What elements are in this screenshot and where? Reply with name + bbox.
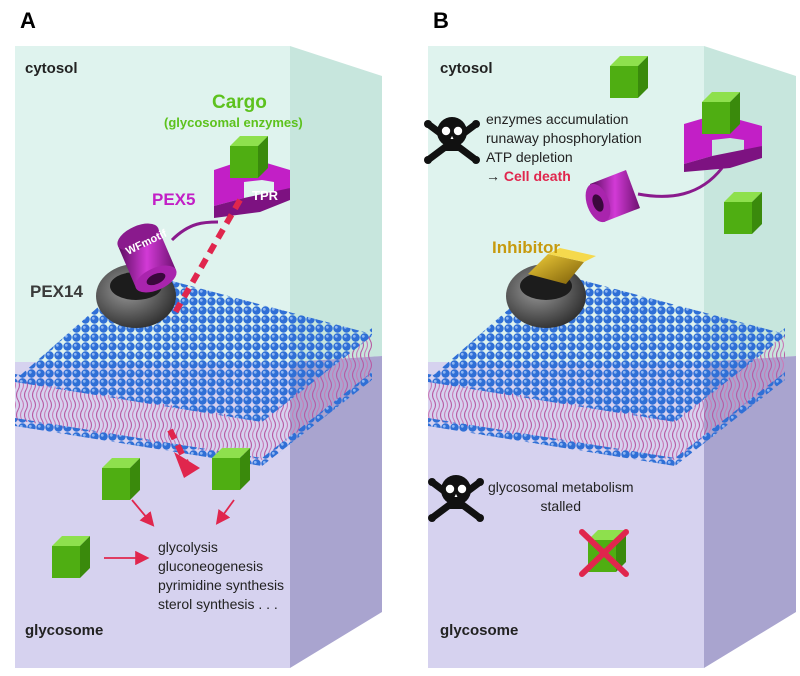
pathway-arrow-2 xyxy=(215,499,235,525)
cargo-title: Cargo xyxy=(212,92,267,113)
cargo-subtitle: (glycosomal enzymes) xyxy=(164,115,303,130)
cytosol-side-a xyxy=(290,46,382,362)
cargo-cube-imported-1 xyxy=(102,458,140,500)
effects-list: enzymes accumulation runaway phosphoryla… xyxy=(486,110,642,186)
glycosome-label-a: glycosome xyxy=(25,622,104,639)
pex5-label: PEX5 xyxy=(152,190,196,209)
effect-item: runaway phosphorylation xyxy=(486,130,642,146)
pathway-item: pyrimidine synthesis xyxy=(158,577,285,593)
import-path-arrow xyxy=(169,198,243,320)
glycosome-side-b xyxy=(704,356,796,668)
pathway-item: sterol synthesis . . . xyxy=(158,596,278,612)
pex5-free xyxy=(585,167,724,223)
stalled-note: glycosomal metabolism stalled xyxy=(488,478,634,516)
effect-item: ATP depletion xyxy=(486,149,573,165)
panel-b xyxy=(424,46,796,668)
glycosome-label-b: glycosome xyxy=(440,622,519,639)
effect-item: enzymes accumulation xyxy=(486,111,629,127)
cargo-cube-free-1 xyxy=(610,56,648,98)
pathway-item: glycolysis xyxy=(158,539,218,555)
cytosol-label-a: cytosol xyxy=(25,60,78,77)
death-arrow: → xyxy=(486,168,500,184)
cargo-cube-bound-b xyxy=(702,92,740,134)
panel-a-letter: A xyxy=(20,8,36,33)
inhibitor-molecule xyxy=(528,248,596,284)
stalled-line: stalled xyxy=(540,498,581,514)
panel-b-letter: B xyxy=(433,8,449,33)
pathway-arrow-1 xyxy=(131,499,155,527)
cargo-cube-imported-3 xyxy=(52,536,90,578)
cargo-cube-imported-2 xyxy=(212,448,250,490)
cytosol-region-a xyxy=(15,46,290,362)
import-path-arrow-lower xyxy=(167,428,189,464)
cytosol-label-b: cytosol xyxy=(440,60,493,77)
cargo-cube-free-2 xyxy=(724,192,762,234)
pex5-wf-cylinder xyxy=(117,223,177,293)
import-arrow-head xyxy=(174,452,200,478)
cross-mark xyxy=(579,529,629,577)
cell-death-line: → Cell death xyxy=(486,167,642,186)
pex5-linker xyxy=(170,220,219,242)
cell-death-label: Cell death xyxy=(503,168,571,184)
stalled-line: glycosomal metabolism xyxy=(488,479,634,495)
panel-a: WFmotif TPR xyxy=(15,46,382,668)
pathway-list: glycolysis gluconeogenesis pyrimidine sy… xyxy=(158,538,284,614)
cytosol-region-b xyxy=(428,46,704,362)
pex14-label: PEX14 xyxy=(30,282,83,301)
tpr-label: TPR xyxy=(252,188,279,203)
pathway-item: gluconeogenesis xyxy=(158,558,264,574)
cargo-cube-bound xyxy=(230,136,268,178)
inhibitor-label: Inhibitor xyxy=(492,238,560,257)
glycosome-side-a xyxy=(290,356,382,668)
